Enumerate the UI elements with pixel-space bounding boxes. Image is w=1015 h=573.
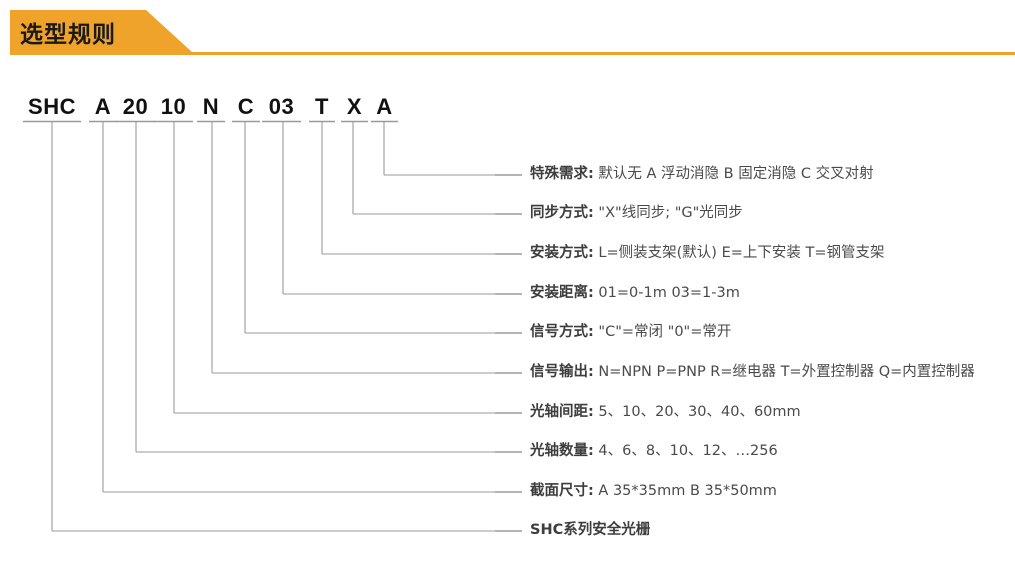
code-token-6: 03 xyxy=(268,94,295,119)
legend-row-key-0: 特殊需求: xyxy=(530,166,594,182)
code-token-0: SHC xyxy=(28,94,76,119)
legend-row-6: 光轴间距: 5、10、20、30、40、60mm xyxy=(530,404,801,420)
legend-row-value-8: A 35*35mm B 35*50mm xyxy=(598,483,777,499)
legend-row-7: 光轴数量: 4、6、8、10、12、…256 xyxy=(530,443,778,459)
code-token-5: C xyxy=(237,94,255,119)
page-header-banner: 选型规则 xyxy=(0,8,1015,56)
legend-row-key-3: 安装距离: xyxy=(530,285,594,301)
code-token-3: 10 xyxy=(160,94,187,119)
legend-row-value-2: L=侧装支架(默认) E=上下安装 T=钢管支架 xyxy=(598,245,885,261)
code-token-4: N xyxy=(202,94,220,119)
legend-row-key-9: SHC系列安全光栅 xyxy=(530,522,651,538)
legend-row-0: 特殊需求: 默认无 A 浮动消隐 B 固定消隐 C 交叉对射 xyxy=(530,166,874,182)
legend-row-3: 安装距离: 01=0-1m 03=1-3m xyxy=(530,285,740,301)
legend-row-key-5: 信号输出: xyxy=(530,364,594,380)
legend-row-value-5: N=NPN P=PNP R=继电器 T=外置控制器 Q=内置控制器 xyxy=(598,364,975,380)
legend-row-value-3: 01=0-1m 03=1-3m xyxy=(598,285,740,301)
legend-row-value-4: "C"=常闭 "0"=常开 xyxy=(598,324,732,340)
legend-row-1: 同步方式: "X"线同步; "G"光同步 xyxy=(530,205,743,221)
legend-row-8: 截面尺寸: A 35*35mm B 35*50mm xyxy=(530,483,777,499)
header-rule xyxy=(10,52,1015,55)
legend-row-key-1: 同步方式: xyxy=(530,205,594,221)
legend-row-5: 信号输出: N=NPN P=PNP R=继电器 T=外置控制器 Q=内置控制器 xyxy=(530,364,975,380)
code-token-1: A xyxy=(94,94,112,119)
legend-row-value-0: 默认无 A 浮动消隐 B 固定消隐 C 交叉对射 xyxy=(598,166,874,182)
legend-row-4: 信号方式: "C"=常闭 "0"=常开 xyxy=(530,324,731,340)
legend-row-value-6: 5、10、20、30、40、60mm xyxy=(598,404,801,420)
code-token-9: A xyxy=(376,94,393,119)
legend-row-key-6: 光轴间距: xyxy=(530,404,594,420)
code-token-2: 20 xyxy=(122,94,149,119)
legend-row-key-8: 截面尺寸: xyxy=(530,483,594,499)
legend-row-value-7: 4、6、8、10、12、…256 xyxy=(598,443,778,459)
legend-row-9: SHC系列安全光栅 xyxy=(530,522,650,538)
page-title: 选型规则 xyxy=(20,22,116,48)
legend-row-key-2: 安装方式: xyxy=(530,245,594,261)
legend-row-key-7: 光轴数量: xyxy=(530,443,594,459)
code-token-8: X xyxy=(346,94,363,119)
legend-row-2: 安装方式: L=侧装支架(默认) E=上下安装 T=钢管支架 xyxy=(530,245,885,261)
legend-row-key-4: 信号方式: xyxy=(530,324,594,340)
header-banner-shape xyxy=(10,10,1015,55)
code-token-7: T xyxy=(315,94,329,119)
legend-row-value-1: "X"线同步; "G"光同步 xyxy=(598,205,743,221)
